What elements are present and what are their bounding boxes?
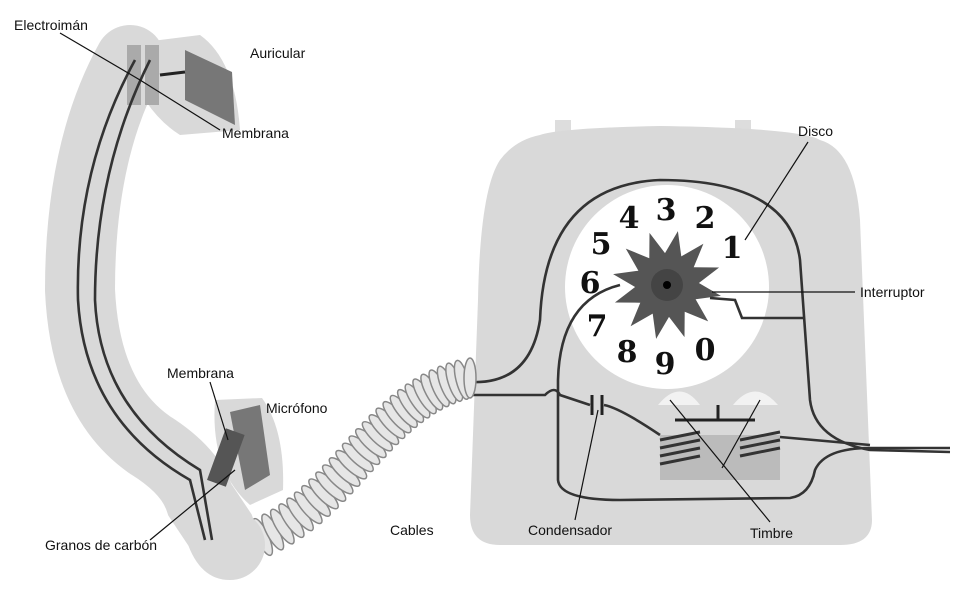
dial-number: 9 — [655, 347, 676, 382]
label-membrana-earpiece: Membrana — [222, 125, 289, 141]
dial-number: 5 — [591, 227, 612, 262]
label-microfono: Micrófono — [266, 400, 328, 416]
label-electroiman: Electroimán — [14, 17, 88, 33]
label-granos-de-carbon: Granos de carbón — [45, 537, 157, 553]
coiled-cord — [231, 357, 477, 566]
labels: Electroimán Auricular Membrana Membrana … — [14, 17, 925, 553]
dial-numbers: 1 2 3 4 5 6 7 8 9 0 — [580, 193, 743, 382]
dial-number: 3 — [656, 193, 677, 228]
label-membrana-microphone: Membrana — [167, 365, 234, 381]
dial-number: 4 — [619, 201, 640, 236]
label-condensador: Condensador — [528, 522, 612, 538]
dial-number: 7 — [587, 309, 608, 344]
label-interruptor: Interruptor — [860, 284, 925, 300]
internal-wires — [469, 178, 951, 502]
label-timbre: Timbre — [750, 525, 793, 541]
dial-number: 0 — [695, 333, 716, 368]
label-cables: Cables — [390, 522, 434, 538]
dial-number: 6 — [580, 266, 601, 301]
dial-number: 8 — [617, 335, 638, 370]
dial-number: 1 — [722, 231, 743, 266]
cord-coil-loop — [463, 357, 477, 399]
bell-assembly — [658, 391, 781, 480]
handset — [44, 25, 284, 580]
label-disco: Disco — [798, 123, 833, 139]
dial-number: 2 — [695, 201, 716, 236]
leader-lines — [59, 32, 855, 541]
label-auricular: Auricular — [250, 45, 306, 61]
